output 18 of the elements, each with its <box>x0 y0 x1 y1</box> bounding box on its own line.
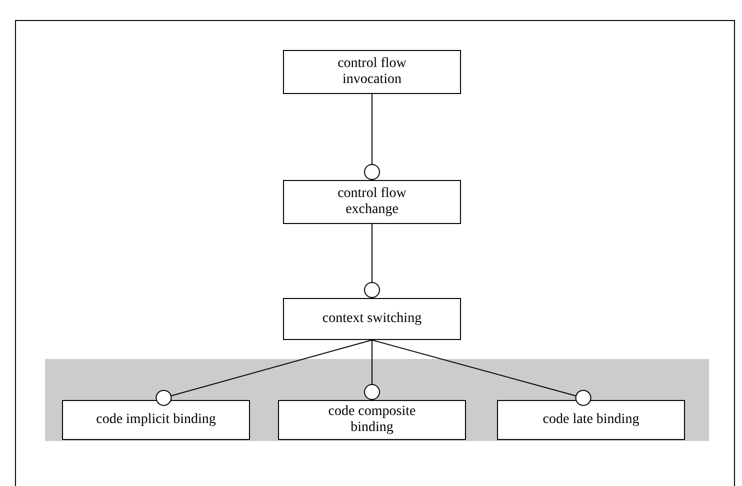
process-box <box>278 400 466 440</box>
process-box <box>283 180 461 224</box>
connector <box>372 340 592 406</box>
process-box <box>283 298 461 340</box>
group-band <box>45 359 709 441</box>
box-label: code late binding <box>542 412 640 428</box>
connector <box>156 340 372 406</box>
box-label: control flow exchange <box>336 186 408 218</box>
connector <box>364 94 380 180</box>
box-label: control flow invocation <box>336 56 408 88</box>
process-box <box>62 400 250 440</box>
connector <box>364 224 380 298</box>
connector <box>364 340 380 400</box>
process-box <box>283 50 461 94</box>
box-label: code implicit binding <box>96 412 216 428</box>
process-box <box>497 400 685 440</box>
box-label: context switching <box>322 311 422 327</box>
box-label: code composite binding <box>327 404 417 436</box>
